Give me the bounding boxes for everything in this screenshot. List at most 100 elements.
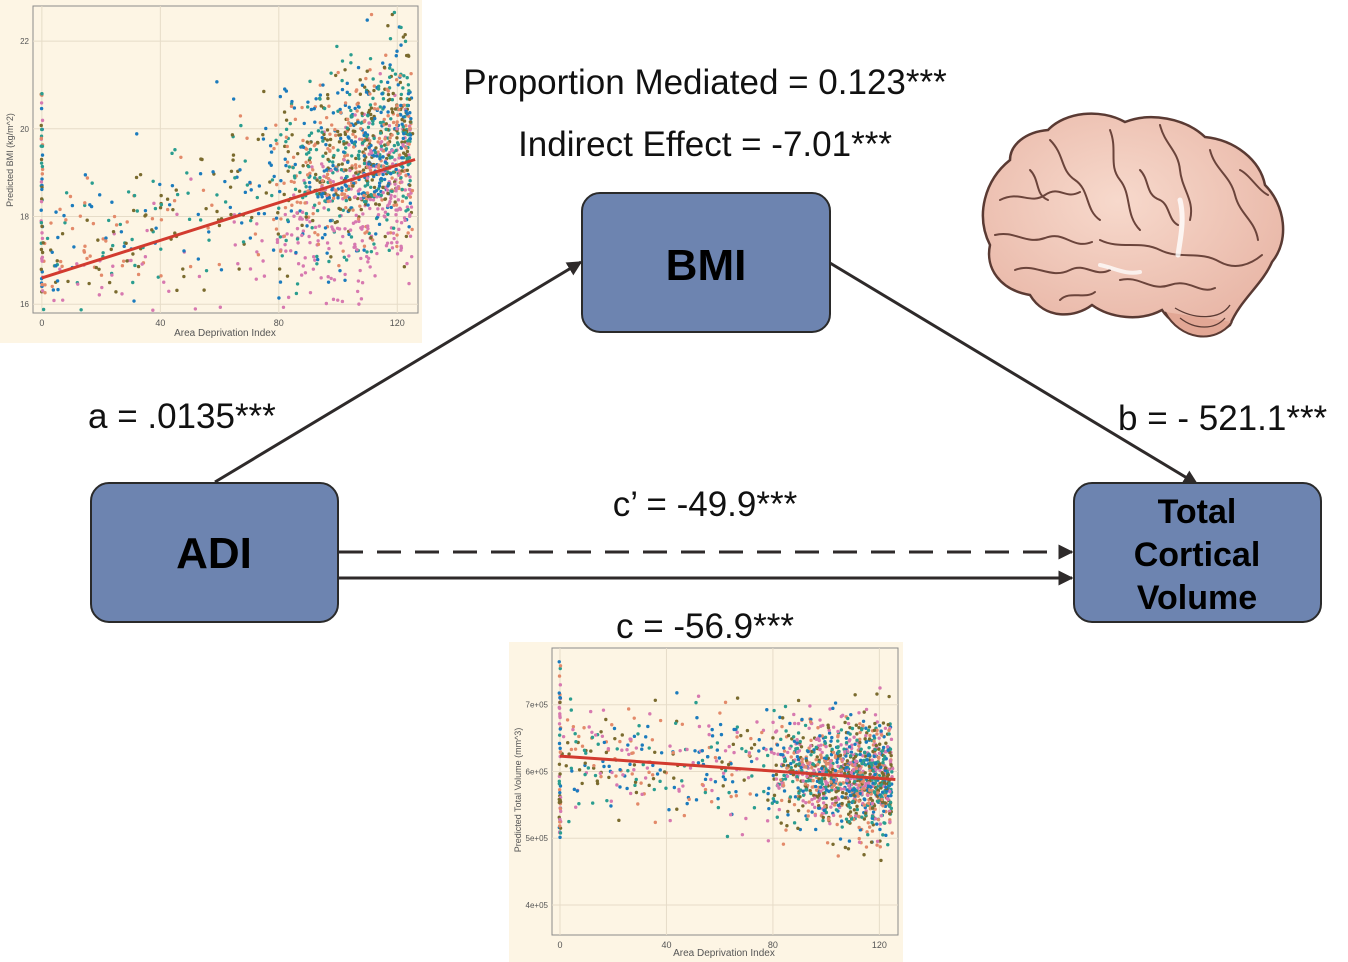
data-point (386, 110, 390, 114)
data-point (379, 80, 383, 84)
data-point (772, 751, 776, 756)
data-point (354, 89, 358, 94)
data-point (393, 200, 397, 204)
data-point (401, 86, 405, 90)
data-point (248, 236, 253, 240)
data-point (366, 203, 370, 207)
data-point (640, 792, 644, 797)
data-point (880, 733, 884, 737)
data-point (249, 188, 253, 192)
data-point (390, 246, 395, 250)
data-point (831, 761, 835, 766)
data-point (633, 780, 638, 784)
data-point (403, 188, 408, 192)
data-point (388, 97, 392, 102)
data-point (406, 231, 410, 235)
data-point (859, 747, 863, 751)
data-point (795, 778, 800, 782)
data-point (873, 747, 877, 752)
data-point (785, 750, 790, 755)
data-point (618, 739, 622, 744)
data-point (573, 747, 578, 751)
data-point (43, 291, 47, 295)
data-point (721, 775, 726, 779)
data-point (866, 793, 870, 798)
data-point (288, 121, 292, 126)
data-point (607, 775, 611, 780)
data-point (382, 117, 386, 122)
data-point (403, 140, 407, 144)
data-point (717, 756, 722, 760)
data-point (653, 820, 658, 825)
data-point (40, 282, 44, 287)
data-point (558, 696, 562, 700)
data-point (784, 729, 788, 733)
data-point (182, 249, 186, 253)
data-point (587, 725, 591, 729)
bmi-plot-panel (32, 5, 419, 314)
data-point (362, 248, 366, 252)
data-point (369, 193, 373, 197)
data-point (401, 115, 406, 119)
data-point (557, 782, 562, 786)
data-point (323, 199, 327, 203)
data-point (398, 153, 402, 157)
data-point (848, 793, 853, 798)
data-point (207, 230, 211, 234)
data-point (207, 238, 211, 242)
data-point (828, 759, 833, 763)
data-point (582, 726, 586, 730)
data-point (39, 123, 43, 128)
data-point (709, 777, 713, 782)
data-point (359, 126, 363, 131)
data-point (158, 206, 163, 210)
data-point (404, 196, 408, 200)
data-point (56, 287, 60, 292)
data-point (315, 178, 319, 182)
data-point (383, 234, 387, 239)
data-point (85, 218, 89, 222)
data-point (810, 802, 815, 806)
data-point (351, 208, 355, 212)
data-point (383, 197, 388, 201)
data-point (825, 841, 830, 845)
data-point (721, 784, 725, 788)
data-point (873, 721, 877, 726)
data-point (345, 117, 350, 122)
data-point (806, 814, 810, 818)
data-point (890, 775, 894, 779)
data-point (875, 720, 879, 724)
data-point (887, 694, 891, 699)
data-point (283, 212, 288, 217)
data-point (830, 797, 834, 801)
data-point (39, 247, 44, 252)
data-point (392, 203, 396, 207)
data-point (408, 137, 412, 141)
data-point (321, 83, 325, 87)
data-point (392, 236, 396, 241)
data-point (796, 826, 800, 831)
data-point (196, 257, 201, 261)
data-point (282, 181, 286, 185)
data-point (557, 741, 562, 746)
data-point (883, 726, 888, 730)
data-point (344, 198, 349, 203)
data-point (379, 144, 384, 148)
data-point (359, 256, 363, 261)
data-point (887, 809, 892, 813)
data-point (853, 814, 858, 818)
data-point (829, 763, 833, 768)
data-point (290, 99, 294, 104)
data-point (218, 305, 223, 309)
data-point (328, 137, 333, 142)
data-point (320, 179, 325, 183)
data-point (746, 775, 751, 780)
data-point (835, 822, 839, 827)
data-point (831, 706, 835, 711)
data-point (348, 168, 352, 173)
data-point (131, 280, 135, 285)
data-point (354, 213, 358, 218)
data-point (285, 218, 290, 222)
data-point (765, 708, 769, 712)
